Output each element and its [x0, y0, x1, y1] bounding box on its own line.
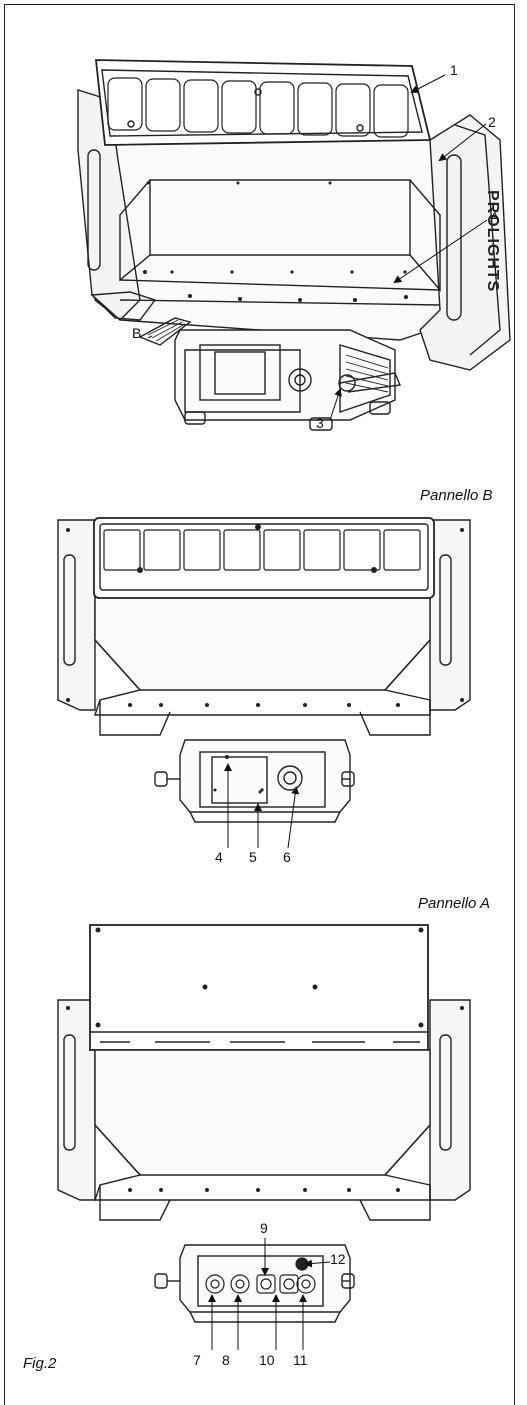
- callout-8: 8: [222, 1352, 230, 1368]
- callout-1: 1: [450, 62, 458, 78]
- callout-12: 12: [330, 1251, 346, 1267]
- figure-label: Fig.2: [23, 1355, 57, 1372]
- callouts-top: [147, 74, 488, 421]
- perspective-view: [77, 59, 511, 431]
- callout-3: 3: [316, 415, 324, 431]
- callouts-panel-b: [224, 763, 300, 849]
- callout-7: 7: [193, 1352, 201, 1368]
- led-cells-top: [107, 77, 409, 138]
- callout-b: B: [132, 325, 141, 341]
- callout-5: 5: [249, 849, 257, 865]
- panel-b-view: [57, 517, 471, 823]
- panel-a-view: [57, 924, 471, 1323]
- callouts-panel-a: [208, 1238, 331, 1350]
- panel-b-title: Pannello B: [420, 487, 493, 504]
- callout-11: 11: [293, 1352, 308, 1368]
- callout-labels-panel-b: 4 5 6: [215, 849, 291, 865]
- connectors: [205, 1257, 316, 1294]
- panel-a-title: Pannello A: [418, 895, 490, 912]
- callout-6: 6: [283, 849, 291, 865]
- callout-9: 9: [260, 1220, 268, 1236]
- callout-4: 4: [215, 849, 223, 865]
- callout-a: A: [490, 209, 500, 225]
- callout-10: 10: [259, 1352, 275, 1368]
- callout-2: 2: [488, 114, 496, 130]
- frame-border: [4, 4, 515, 1405]
- callout-labels-panel-a: 7 8 9 10 11 12: [193, 1220, 346, 1368]
- callout-labels-top: 1 2 A B 3: [132, 62, 500, 431]
- brand-logo-text: PROLIGHTS: [484, 190, 501, 292]
- led-cells-panel-b: [103, 529, 421, 571]
